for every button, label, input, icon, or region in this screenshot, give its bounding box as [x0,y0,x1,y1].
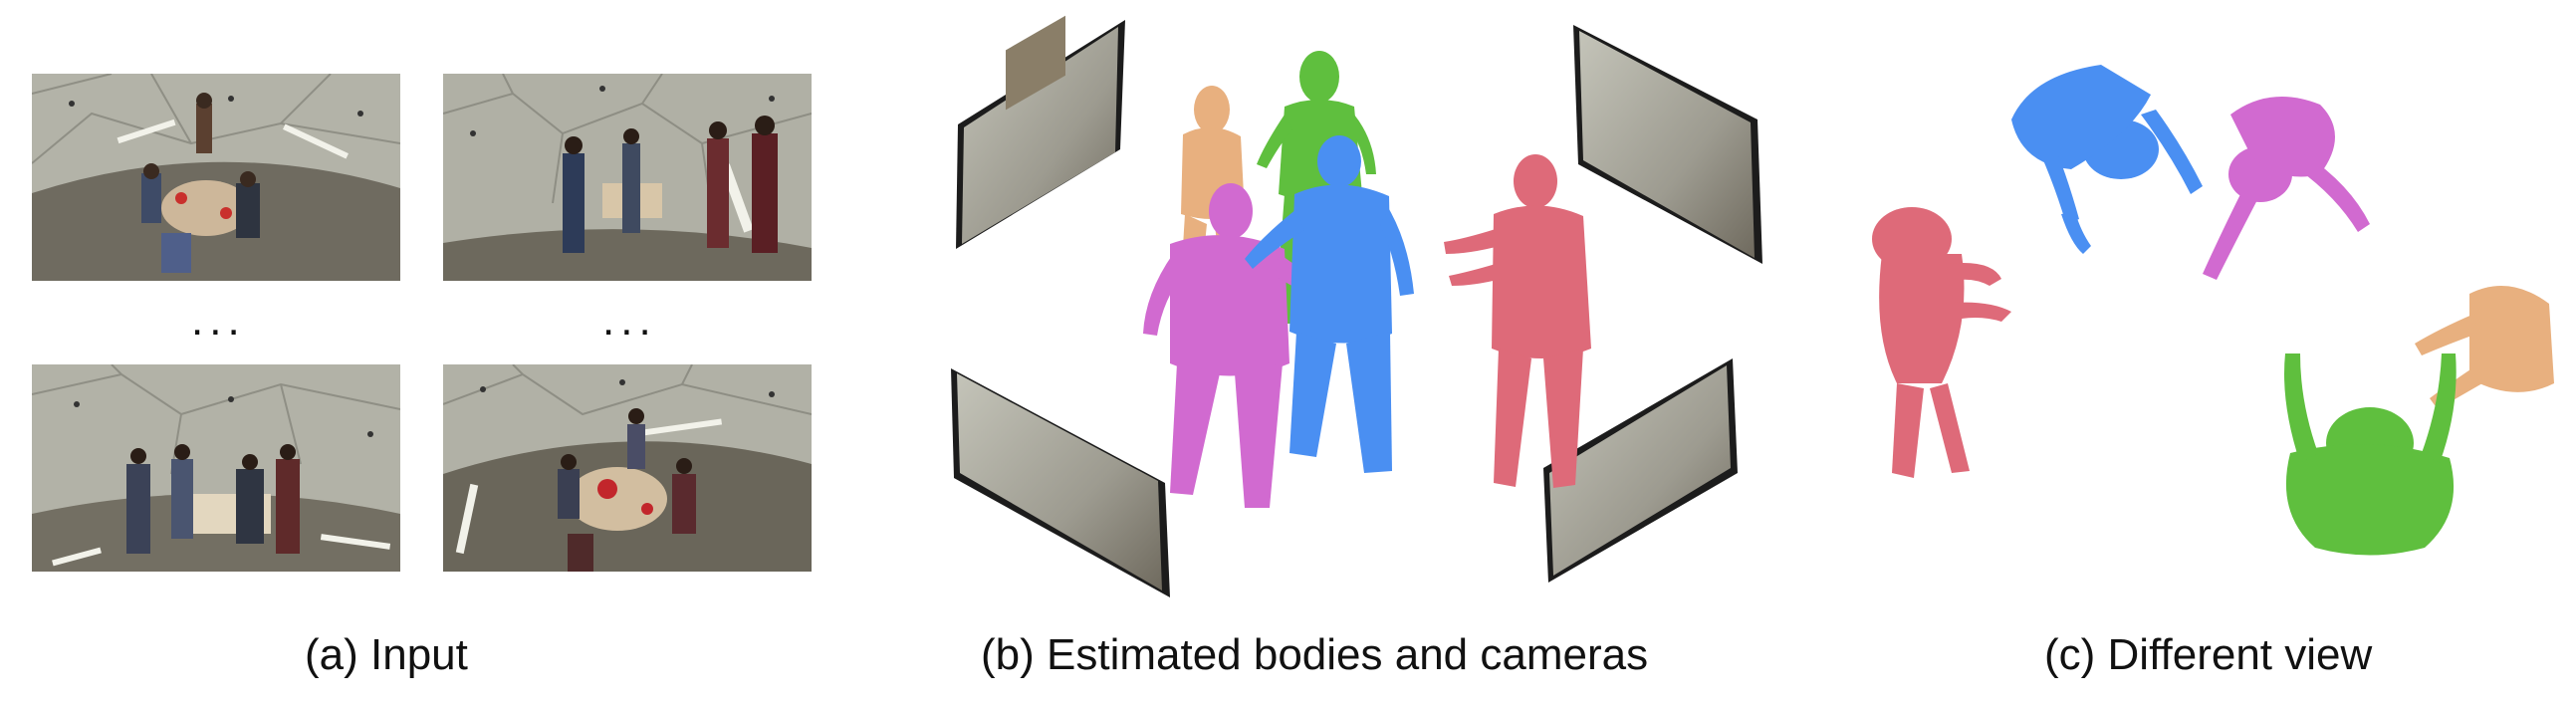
body-mesh-blue [1245,135,1414,473]
input-image-2 [443,74,812,281]
camera-frame [951,368,1170,597]
body-mesh-red [1872,207,2011,478]
caption-estimated-bodies: (b) Estimated bodies and cameras [981,630,1649,679]
body-mesh-magenta [2203,97,2370,280]
different-view-figure [1872,65,2554,556]
input-image-4 [443,364,812,572]
caption-different-view: (c) Different view [2044,630,2373,679]
body-mesh-green [2284,353,2457,556]
estimated-bodies-figure [951,15,1762,597]
input-ellipsis-left: ... [191,296,246,345]
body-mesh-blue [2011,65,2203,254]
camera-frame [1543,358,1738,583]
input-image-3 [32,364,400,572]
caption-input: (a) Input [305,630,468,679]
input-image-1 [32,74,400,281]
body-mesh-red [1444,154,1591,488]
camera-frame [1573,25,1762,264]
input-ellipsis-right: ... [602,296,657,345]
body-mesh-orange [2415,286,2554,409]
camera-frame [956,15,1125,249]
